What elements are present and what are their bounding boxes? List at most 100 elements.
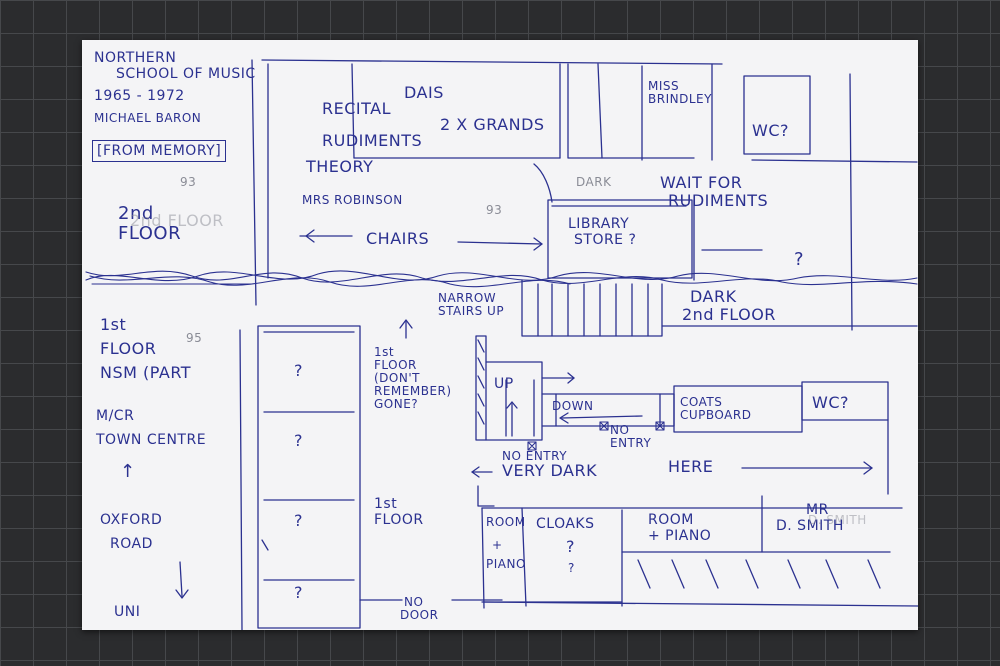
dont-remember-line-5: GONE? xyxy=(374,397,419,411)
first-floor-walls xyxy=(239,325,918,630)
column-question-1: ? xyxy=(294,361,303,380)
theory-label: THEORY xyxy=(306,157,374,176)
library-line-1: LIBRARY xyxy=(568,216,630,232)
header-number: 93 xyxy=(180,175,197,189)
oxford-line-1: OXFORD xyxy=(100,512,163,528)
room-piano-label: ROOM + PIANO xyxy=(648,512,711,544)
first-floor-label-line-2: FLOOR xyxy=(374,512,424,528)
recital-label: RECITAL xyxy=(322,99,392,118)
second-floor-label-line-1: 2nd xyxy=(118,203,154,224)
no-door-label: NO DOOR xyxy=(400,596,438,622)
narrow-stairs-line-1: NARROW xyxy=(438,291,497,305)
no-entry-markers xyxy=(527,421,665,451)
from-memory-note: [FROM MEMORY] xyxy=(92,140,227,162)
room-piano-small-line-2: + xyxy=(492,538,503,552)
mr-smith-faint-label: D. SMITH xyxy=(808,513,867,527)
no-entry-right-line-1: NO xyxy=(610,423,630,437)
rudiments-label: RUDIMENTS xyxy=(322,131,423,150)
oxford-line-2: ROAD xyxy=(110,536,153,552)
column-question-4: ? xyxy=(294,583,303,602)
dont-remember-line-1: 1st xyxy=(374,345,395,359)
no-entry-left-label: NO ENTRY xyxy=(502,449,568,463)
author-text: MICHAEL BARON xyxy=(94,111,202,125)
first-floor-label-line-1: 1st xyxy=(374,496,398,512)
first-floor-number: 95 xyxy=(186,331,203,345)
cloaks-question-small: ? xyxy=(568,561,575,575)
mr-smith-line-2: D. SMITH xyxy=(776,518,844,534)
dont-remember-label: 1st FLOOR (DON'T REMEMBER) GONE? xyxy=(374,346,452,411)
library-store-label: LIBRARY STORE ? xyxy=(568,216,636,248)
no-door-line-2: DOOR xyxy=(400,608,439,622)
no-entry-right-label: NO ENTRY xyxy=(610,424,651,450)
years-text: 1965 - 1972 xyxy=(94,88,185,104)
miss-brindley-label: MISS BRINDLEY xyxy=(648,80,712,106)
side-label-line-1: 1st xyxy=(100,315,127,334)
cloaks-question: ? xyxy=(566,537,575,556)
second-floor-wc-label: WC? xyxy=(752,121,789,140)
second-floor-question: ? xyxy=(794,249,805,270)
second-floor-number: 93 xyxy=(486,203,503,217)
dark-label: DARK xyxy=(576,175,612,189)
second-floor-label: 2nd FLOOR xyxy=(118,204,181,244)
town-arrow-icon: ↑ xyxy=(120,461,136,482)
room-piano-line-2: + PIANO xyxy=(648,528,712,544)
no-door-line-1: NO xyxy=(404,595,424,609)
miss-brindley-line-1: MISS xyxy=(648,79,680,93)
second-floor-faint-label: 2nd FLOOR xyxy=(130,211,224,230)
second-floor-walls xyxy=(251,59,918,331)
room-piano-line-1: ROOM xyxy=(648,512,694,528)
dark-2nd-line-2: 2nd FLOOR xyxy=(682,305,776,324)
coats-cupboard-label: COATS CUPBOARD xyxy=(680,396,751,422)
paper-sheet: NORTHERN SCHOOL OF MUSIC 1965 - 1972 MIC… xyxy=(82,40,918,630)
miss-brindley-line-2: BRINDLEY xyxy=(648,92,712,106)
room-piano-small-label: ROOM + PIANO xyxy=(486,516,526,571)
narrow-stairs-line-2: STAIRS UP xyxy=(438,304,505,318)
school-name-line-2: SCHOOL OF MUSIC xyxy=(116,66,256,82)
uni-label: UNI xyxy=(114,604,141,620)
second-floor-label-line-2: FLOOR xyxy=(118,223,182,244)
arrows xyxy=(175,229,873,599)
coats-line-2: CUPBOARD xyxy=(680,408,752,422)
mr-smith-label: MR D. SMITH xyxy=(776,502,844,534)
narrow-stairs-label: NARROW STAIRS UP xyxy=(438,292,504,318)
oxford-road-label: OXFORD ROAD xyxy=(100,512,162,552)
down-label: DOWN xyxy=(552,399,594,413)
wait-for-line-2: RUDIMENTS xyxy=(668,191,769,210)
very-dark-label: VERY DARK xyxy=(502,461,598,480)
side-label-line-2: FLOOR xyxy=(100,339,157,358)
side-label-line-3: NSM (PART xyxy=(100,363,192,382)
here-label: HERE xyxy=(668,457,714,476)
wait-for-line-1: WAIT FOR xyxy=(660,173,743,192)
town-centre-label: M/CR TOWN CENTRE xyxy=(96,408,206,448)
dark-second-floor-label: DARK 2nd FLOOR xyxy=(682,288,776,324)
room-piano-small-line-1: ROOM xyxy=(486,515,526,529)
school-name-line-1: NORTHERN xyxy=(94,50,177,66)
grands-label: 2 X GRANDS xyxy=(440,115,545,134)
town-line-1: M/CR xyxy=(96,408,135,424)
library-line-2: STORE ? xyxy=(574,232,637,248)
first-floor-side-label: 1st FLOOR NSM (PART xyxy=(100,316,191,382)
coats-line-1: COATS xyxy=(680,395,723,409)
first-floor-label: 1st FLOOR xyxy=(374,496,424,528)
dais-label: DAIS xyxy=(404,83,444,102)
column-question-2: ? xyxy=(294,431,303,450)
wait-for-rudiments-label: WAIT FOR RUDIMENTS xyxy=(660,174,768,210)
mr-smith-line-1: MR xyxy=(806,502,829,518)
room-piano-small-line-3: PIANO xyxy=(486,557,526,571)
floor-plan-sketch xyxy=(85,59,918,630)
school-name: NORTHERN SCHOOL OF MUSIC xyxy=(94,50,256,82)
mrs-robinson-label: MRS ROBINSON xyxy=(302,193,403,207)
no-entry-right-line-2: ENTRY xyxy=(610,436,652,450)
dont-remember-line-3: (DON'T xyxy=(374,371,420,385)
town-line-2: TOWN CENTRE xyxy=(96,432,207,448)
up-label: UP xyxy=(494,376,514,392)
dark-2nd-line-1: DARK xyxy=(690,287,737,306)
cloaks-label: CLOAKS xyxy=(536,516,595,532)
dont-remember-line-2: FLOOR xyxy=(374,358,417,372)
first-floor-wc-label: WC? xyxy=(812,393,849,412)
column-question-3: ? xyxy=(294,511,303,530)
dont-remember-line-4: REMEMBER) xyxy=(374,384,452,398)
floor-separator-waves xyxy=(85,270,918,288)
chairs-label: CHAIRS xyxy=(366,229,430,248)
narrow-stairs xyxy=(521,279,918,337)
